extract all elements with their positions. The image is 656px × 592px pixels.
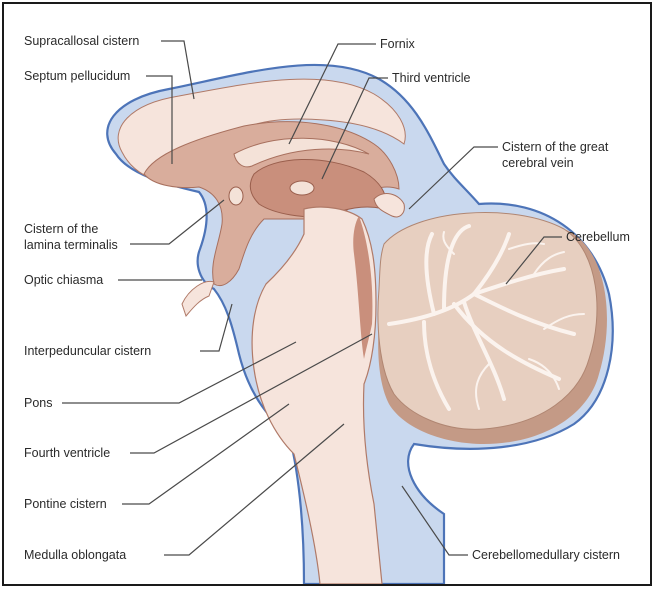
label-cerebellum: Cerebellum bbox=[566, 230, 630, 244]
label-septum-pellucidum: Septum pellucidum bbox=[24, 69, 130, 83]
pineal-region bbox=[373, 193, 405, 218]
brain-cisterns-diagram: Supracallosal cistern Septum pellucidum … bbox=[24, 34, 630, 584]
arbor-vitae bbox=[387, 224, 576, 411]
diagram-frame: Supracallosal cistern Septum pellucidum … bbox=[2, 2, 652, 586]
label-cistern-lamina-terminalis-2: lamina terminalis bbox=[24, 238, 118, 252]
label-optic-chiasma: Optic chiasma bbox=[24, 273, 103, 287]
label-interpeduncular-cistern: Interpeduncular cistern bbox=[24, 344, 151, 358]
brainstem bbox=[251, 206, 383, 584]
label-supracallosal-cistern: Supracallosal cistern bbox=[24, 34, 139, 48]
leader-lines bbox=[62, 40, 562, 556]
label-pons: Pons bbox=[24, 396, 53, 410]
anterior-commissure bbox=[228, 186, 244, 206]
label-fornix: Fornix bbox=[380, 37, 415, 51]
label-third-ventricle: Third ventricle bbox=[392, 71, 471, 85]
label-fourth-ventricle: Fourth ventricle bbox=[24, 446, 110, 460]
label-cerebellomedullary-cistern: Cerebellomedullary cistern bbox=[472, 548, 620, 562]
label-cistern-great-cerebral-vein-2: cerebral vein bbox=[502, 156, 574, 170]
optic-chiasma-shape bbox=[181, 280, 215, 317]
label-cistern-great-cerebral-vein-1: Cistern of the great bbox=[502, 140, 609, 154]
label-cistern-lamina-terminalis-1: Cistern of the bbox=[24, 222, 98, 236]
label-pontine-cistern: Pontine cistern bbox=[24, 497, 107, 511]
label-medulla-oblongata: Medulla oblongata bbox=[24, 548, 126, 562]
aqueduct bbox=[353, 216, 373, 359]
interthalamic-adhesion bbox=[289, 180, 315, 196]
